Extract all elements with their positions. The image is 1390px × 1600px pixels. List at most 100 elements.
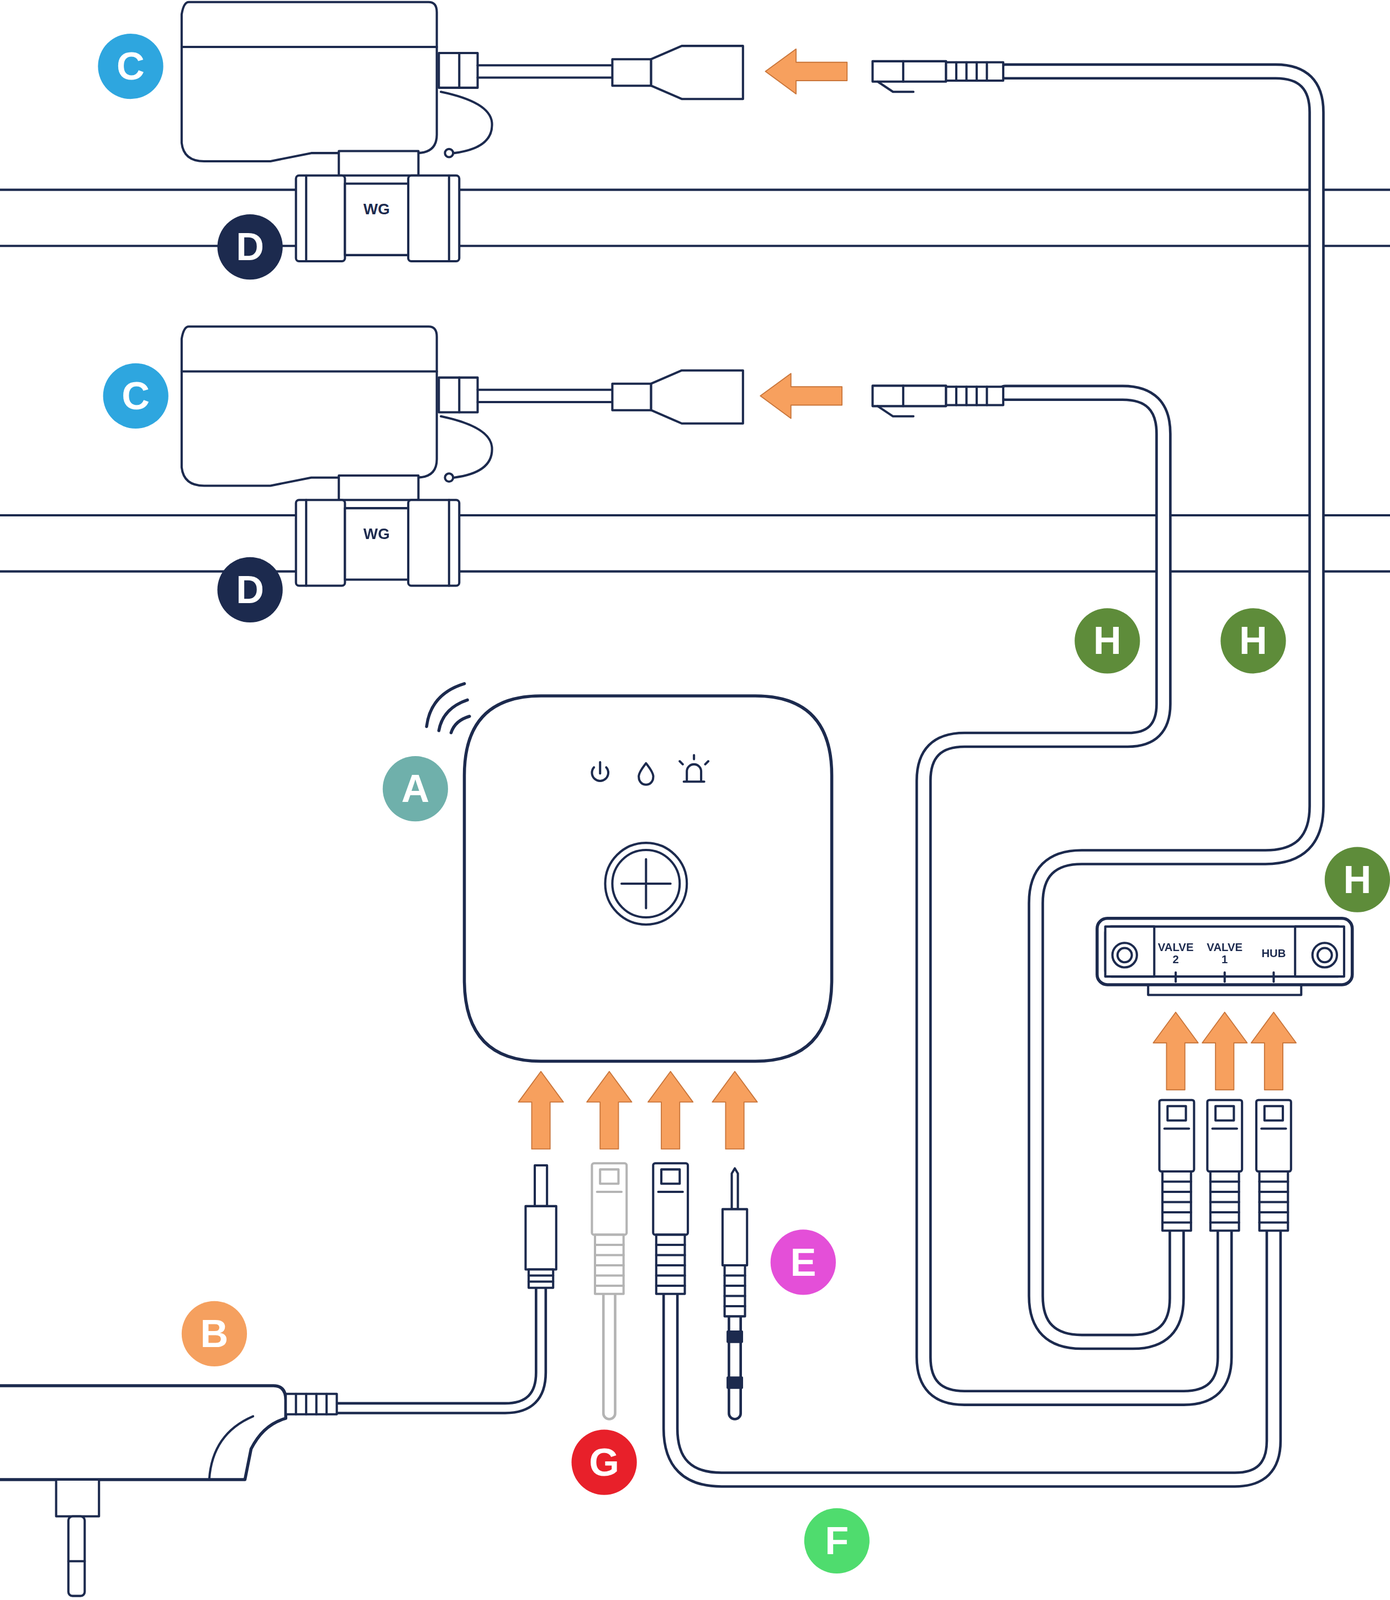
arrow-left [765,49,847,94]
pipes [0,188,1390,192]
callout-circle: H [1220,608,1286,674]
splitter-box: VALVE 2 VALVE 1 HUB [1097,918,1353,986]
splitter [1097,918,1353,996]
hub-plugs [528,1274,554,1277]
splitter [1272,972,1275,983]
callout-letter: B [200,1314,229,1354]
cables [727,1331,742,1342]
port-label: VALVE 2 [1155,940,1197,966]
callout-circle: C [97,33,163,99]
callout-letter: A [401,769,430,809]
splitter [1312,943,1337,968]
valve-marking: WG [356,201,398,218]
hub-plugs [528,1269,554,1288]
valve-body: WG [344,193,409,225]
arrows [648,1071,693,1150]
callout-circle: C [103,363,169,429]
cables [670,1229,1274,1481]
cables [670,1229,1274,1481]
callout-circle: H [1324,847,1390,913]
power-adapter [56,1480,100,1518]
splitter [1105,927,1155,978]
power-adapter [285,1394,337,1415]
splitter [1117,948,1132,963]
hub [604,843,687,925]
power-adapter [68,1517,86,1597]
valve-marking: WG [356,525,398,543]
splitter [1148,985,1302,995]
hub-plugs [525,1206,556,1271]
splitter [1174,972,1177,983]
callout-circle: D [217,214,283,280]
callout-letter: H [1239,621,1268,661]
pipes [0,570,1390,573]
callout-circle: D [217,557,283,623]
callout-circle: B [181,1301,247,1367]
callout-letter: E [790,1243,816,1282]
hub-plugs [525,1163,747,1317]
arrows [518,1071,563,1150]
hub-plugs [722,1209,747,1266]
callout-letter: H [1343,860,1372,900]
splitter [1112,943,1137,968]
splitter [1294,927,1345,978]
hub-plugs [528,1281,554,1284]
hub [464,696,833,1062]
callout-letter: G [588,1443,620,1483]
cables [727,1377,742,1388]
valve-body: WG [344,518,409,550]
arrows [1251,1012,1297,1091]
power-adapter [304,1394,308,1415]
cables [602,1291,617,1414]
callout-letter: H [1093,621,1122,661]
power-adapter [209,1416,254,1481]
hub-plugs [534,1165,547,1207]
callout-letter: D [235,227,265,267]
power-adapter [0,1386,286,1481]
callout-letter: C [121,376,150,416]
splitter [1223,972,1226,983]
rj45-plug [1159,1100,1195,1231]
hub [426,683,832,1062]
cables [923,392,1225,1399]
callout-circle: A [382,756,449,822]
cables [923,392,1225,1399]
power-adapter [68,1560,86,1563]
power-adapter [295,1394,298,1415]
pipes [0,244,1390,247]
hub [598,762,602,774]
callout-letter: C [116,46,145,86]
power-adapter [325,1394,328,1415]
hub [426,683,470,734]
hub-plugs [724,1274,746,1277]
hub-plugs [591,1163,627,1294]
arrows [586,1071,632,1150]
cables [727,1316,742,1414]
arrows [712,1071,757,1150]
port-label: HUB [1252,947,1294,960]
rj45-plug [872,385,1003,417]
splitter [1317,948,1332,963]
callout-circle: E [770,1229,836,1295]
valve-unit [181,326,744,586]
hub [612,850,680,918]
callout-letter: F [824,1522,849,1561]
rj45-plug [1207,1100,1242,1231]
cables [604,1291,615,1414]
hub [679,755,709,782]
port-label: VALVE 1 [1204,940,1246,966]
callout-circle: F [804,1508,870,1574]
power-adapter [0,1386,338,1597]
rj45-plug [872,61,1003,92]
hub-plugs [732,1169,739,1210]
splitter [1097,918,1353,986]
hub-plugs [724,1294,746,1298]
hub [621,882,671,886]
arrows [1202,1012,1247,1091]
rj45-plug [653,1163,688,1294]
callout-circle: G [571,1429,637,1495]
hub-plugs [724,1265,746,1317]
hub-plugs [724,1285,746,1288]
rj45-plug [591,1163,627,1294]
